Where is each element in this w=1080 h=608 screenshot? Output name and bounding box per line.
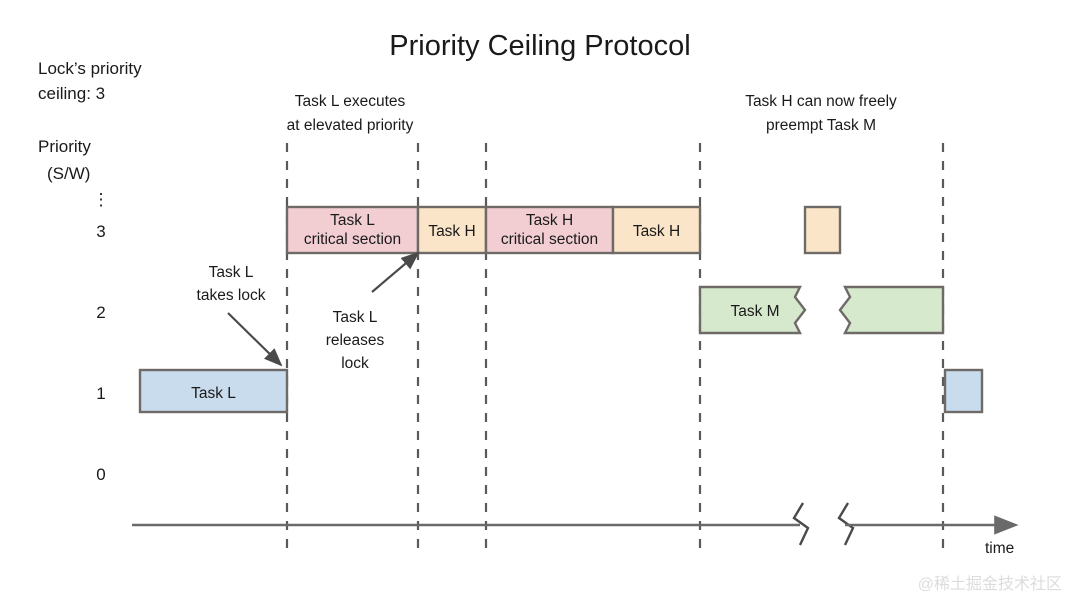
releases-lock-note-line2: releases — [326, 332, 385, 349]
y-tick-0: 0 — [96, 465, 105, 484]
releases-lock-note-line3: lock — [341, 355, 369, 372]
lock-ceiling-note-line1: Lock’s priority — [38, 59, 142, 78]
elevated-priority-note-line1: Task L executes — [295, 93, 406, 110]
releases-lock-note-line1: Task L — [333, 309, 378, 326]
takes-lock-note-line1: Task L — [209, 264, 254, 281]
y-tick-3: 3 — [96, 222, 105, 241]
x-axis-label: time — [985, 540, 1014, 557]
block-task-l-critical-section-line2: critical section — [304, 231, 401, 248]
block-task-m-running-right[interactable] — [838, 285, 945, 335]
y-tick-2: 2 — [96, 303, 105, 322]
block-task-h-critical-section-line2: critical section — [501, 231, 598, 248]
elevated-priority-note-line2: at elevated priority — [287, 117, 414, 134]
y-axis-label-line1: Priority — [38, 137, 91, 156]
block-task-l-critical-section-line1: Task L — [330, 212, 375, 229]
block-task-h-preempts-task-m[interactable] — [803, 205, 842, 255]
releases-lock-arrow-icon — [371, 251, 420, 293]
axis-break-left-icon — [792, 502, 810, 546]
page-title: Priority Ceiling Protocol — [389, 30, 690, 62]
block-task-h-running-1[interactable] — [416, 205, 488, 255]
lock-ceiling-note-line2: ceiling: 3 — [38, 84, 105, 103]
block-task-m-running-left[interactable] — [698, 285, 807, 335]
block-task-h-running-1-label: Task H — [428, 223, 475, 240]
y-axis-label-line2: (S/W) — [47, 164, 90, 183]
block-task-h-running-2-label: Task H — [633, 223, 680, 240]
block-task-m-running-label: Task M — [730, 303, 779, 320]
preempt-note-line1: Task H can now freely — [745, 93, 897, 110]
axis-break-right-icon — [837, 502, 855, 546]
takes-lock-note-line2: takes lock — [197, 287, 266, 304]
block-task-h-critical-section-line1: Task H — [526, 212, 573, 229]
block-task-l-running-label: Task L — [191, 385, 236, 402]
y-axis-ellipsis: ⋮ — [93, 190, 110, 209]
y-tick-1: 1 — [96, 384, 105, 403]
takes-lock-arrow-icon — [227, 312, 283, 367]
block-task-h-running-2[interactable] — [611, 205, 702, 255]
preempt-note-line2: preempt Task M — [766, 117, 876, 134]
block-task-l-running[interactable] — [138, 368, 289, 414]
watermark: @稀土掘金技术社区 — [918, 575, 1062, 593]
block-task-l-resumes[interactable] — [943, 368, 984, 414]
